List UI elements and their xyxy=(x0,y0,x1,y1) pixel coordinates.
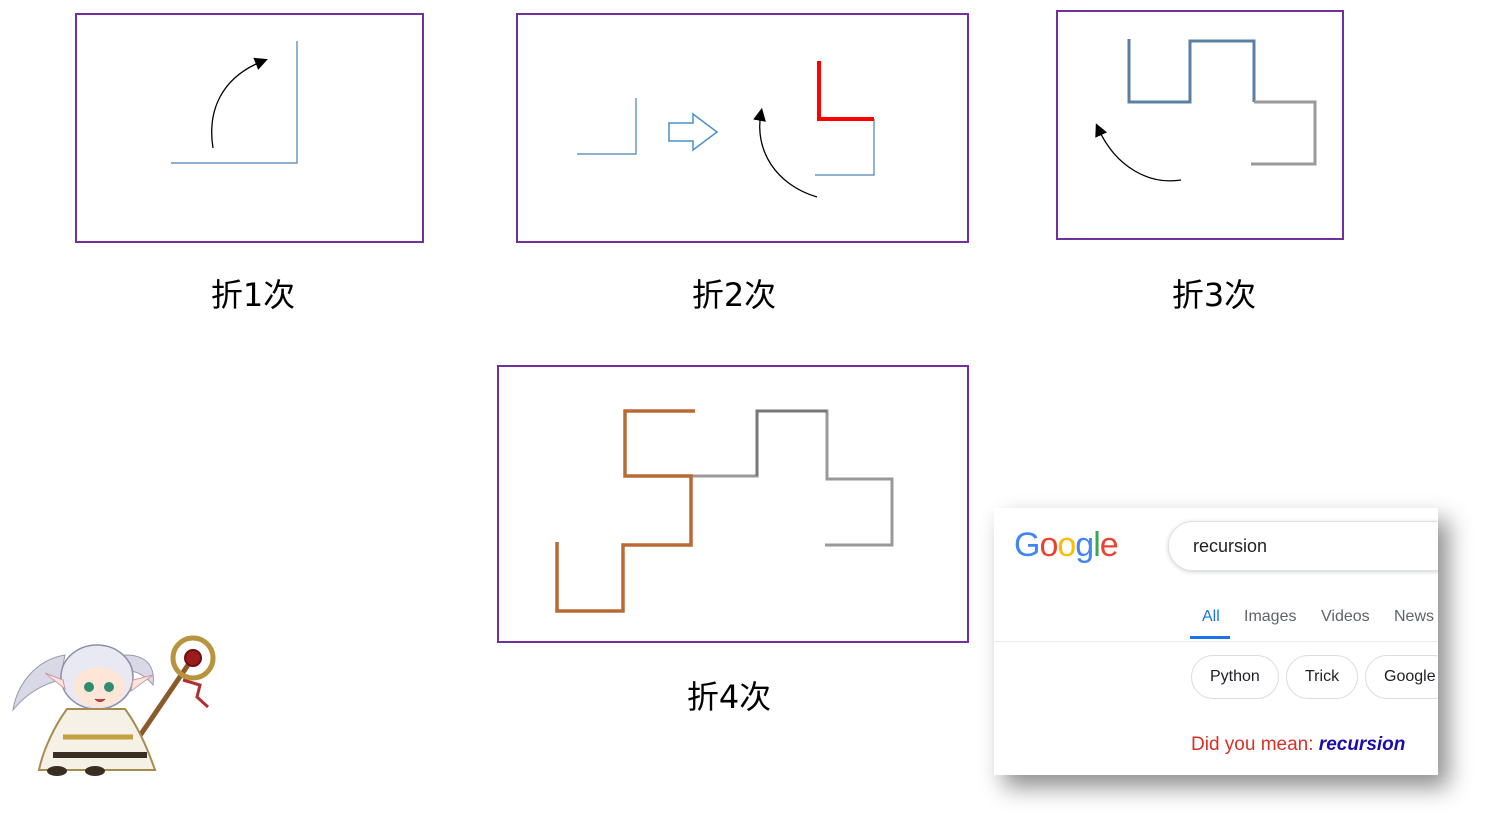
fold3-caption: 折3次 xyxy=(1171,276,1257,314)
tabs-divider xyxy=(994,641,1438,642)
fold3-gray-line xyxy=(1251,100,1317,166)
google-search-screenshot: Google recursion All Images Videos News … xyxy=(994,508,1438,775)
fold3-diagram xyxy=(1095,39,1317,182)
did-you-mean: Did you mean: recursion xyxy=(1191,734,1405,756)
fold1-caption: 折1次 xyxy=(210,276,296,314)
mascot-illustration xyxy=(12,635,216,776)
curved-arrow-icon xyxy=(211,57,268,149)
fold2-caption: 折2次 xyxy=(691,276,777,314)
fold4-gray-dark-line xyxy=(755,409,827,476)
fold3-panel xyxy=(1056,10,1344,240)
fold4-diagram xyxy=(555,409,894,613)
fold4-panel xyxy=(497,365,969,643)
did-you-mean-suggestion[interactable]: recursion xyxy=(1318,734,1406,755)
fold1-line xyxy=(171,41,298,164)
tab-news[interactable]: News xyxy=(1394,608,1435,625)
google-logo: Google xyxy=(1014,526,1119,564)
fold2-blue-line xyxy=(815,119,875,176)
fold4-caption: 折4次 xyxy=(686,678,772,716)
curved-arrow-icon xyxy=(753,107,818,198)
hollow-right-arrow-icon xyxy=(668,112,719,152)
fold4-gray-line xyxy=(692,409,894,547)
active-tab-indicator xyxy=(1190,636,1230,639)
fold4-brown-line xyxy=(555,409,695,613)
chip-google[interactable]: Google xyxy=(1365,655,1438,699)
did-you-mean-label: Did you mean: xyxy=(1191,734,1314,755)
fold1-diagram xyxy=(171,41,298,164)
fold3-slate-line xyxy=(1127,39,1256,104)
tab-all[interactable]: All xyxy=(1202,608,1220,625)
search-query: recursion xyxy=(1193,536,1268,556)
fold2-diagram xyxy=(577,61,875,198)
chip-python[interactable]: Python xyxy=(1191,655,1279,699)
chip-trick[interactable]: Trick xyxy=(1286,655,1359,699)
tab-images[interactable]: Images xyxy=(1244,608,1297,625)
fold2-left-line xyxy=(577,98,637,155)
tab-videos[interactable]: Videos xyxy=(1321,608,1370,625)
fold2-red-line xyxy=(817,61,874,121)
search-input[interactable]: recursion xyxy=(1168,521,1438,571)
fold2-panel xyxy=(516,13,969,243)
fold1-panel xyxy=(75,13,424,243)
curved-arrow-icon xyxy=(1095,123,1182,182)
